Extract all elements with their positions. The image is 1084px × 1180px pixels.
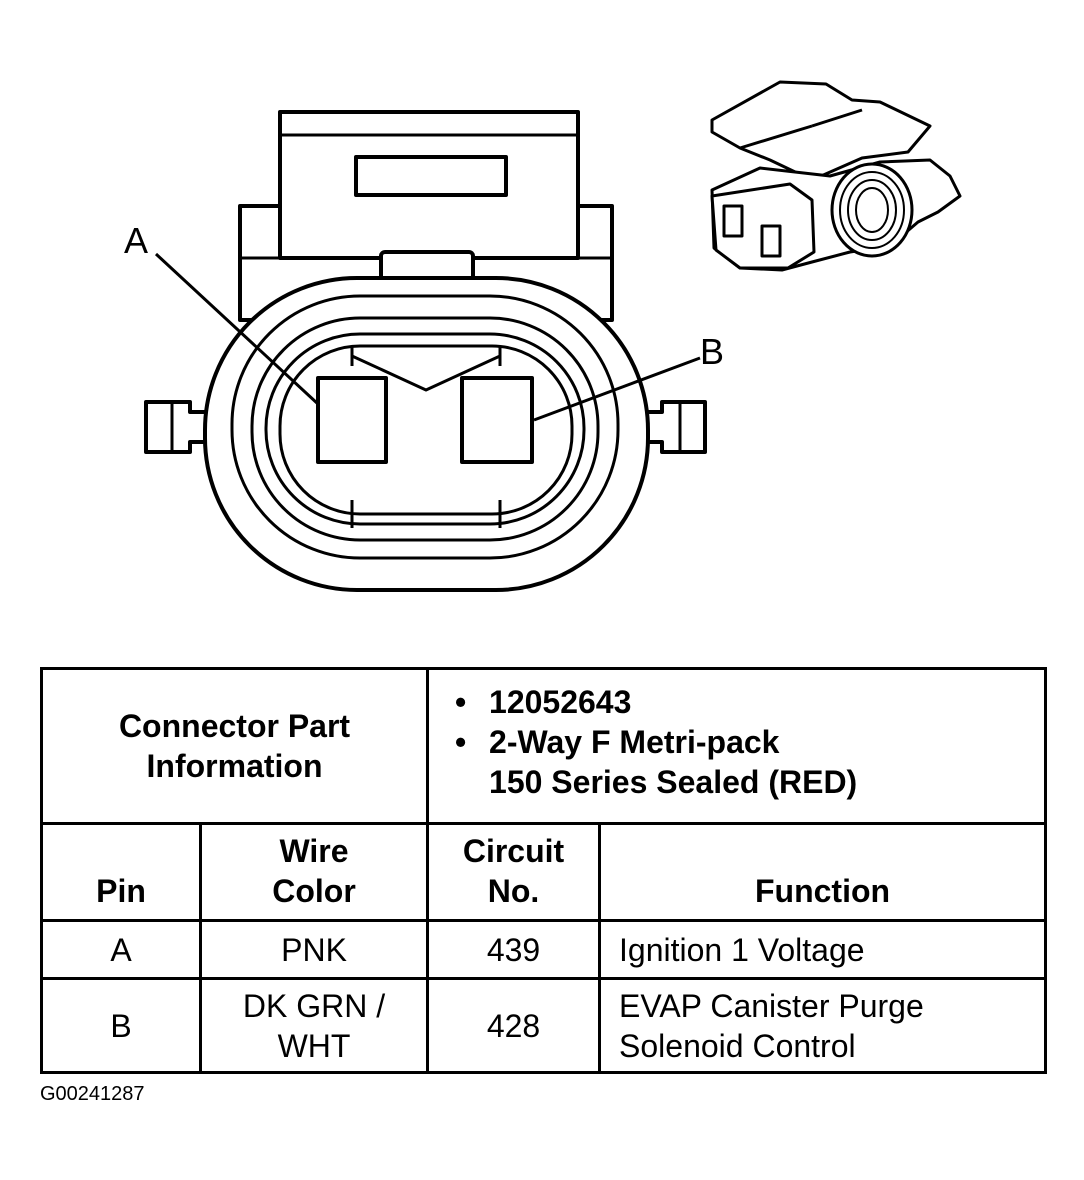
pin-label-a: A — [124, 220, 148, 261]
row-b-wire-color: DK GRN /WHT — [198, 977, 430, 1074]
keying-ridge — [351, 354, 501, 392]
3d-terminal-b — [760, 224, 782, 258]
table-row: A PNK 439 Ignition 1 Voltage — [40, 918, 1048, 981]
row-b-circuit: 428 — [426, 977, 602, 1074]
3d-latch-edge — [739, 124, 813, 150]
connector-3d-view — [710, 80, 962, 272]
connector-diagram: A B — [124, 80, 962, 592]
row-b-pin: B — [40, 977, 202, 1074]
figure-id: G00241287 — [40, 1083, 145, 1105]
callout-line-b — [533, 356, 701, 422]
3d-terminal-a — [722, 204, 744, 238]
connector-face-view — [144, 110, 707, 592]
callout-line-a — [154, 252, 320, 406]
row-a-wire-color: PNK — [198, 918, 430, 981]
part-number: 12052643 — [455, 682, 1044, 722]
connector-info-table: Connector Part Information 12052643 2-Wa… — [39, 666, 1048, 1074]
3d-latch-edge-2 — [811, 108, 863, 128]
terminal-a — [316, 376, 388, 464]
part-info-label-cell: Connector Part Information — [39, 666, 430, 826]
left-ear — [144, 400, 214, 454]
part-info-label: Connector Part Information — [118, 708, 351, 785]
latch-window — [354, 155, 508, 197]
part-info-row: Connector Part Information 12052643 2-Wa… — [39, 666, 1048, 826]
row-a-function: Ignition 1 Voltage — [598, 918, 1048, 981]
terminal-b — [460, 376, 534, 464]
row-a-pin: A — [40, 918, 202, 981]
3d-seal-rib-3 — [855, 187, 889, 233]
header-pin: Pin — [40, 822, 202, 922]
row-a-circuit: 439 — [426, 918, 602, 981]
pin-label-b: B — [700, 331, 724, 372]
header-function: Function — [598, 822, 1048, 922]
